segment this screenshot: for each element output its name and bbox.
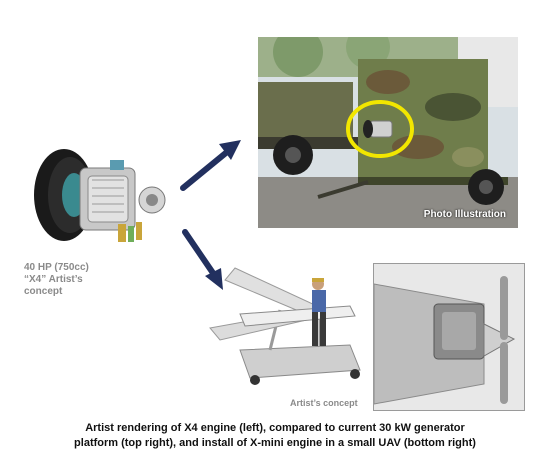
engine-label-line2: “X4” Artist’s — [24, 274, 83, 285]
engine-label-line3: concept — [24, 286, 63, 297]
generator-trailer-photo: Photo Illustration — [258, 37, 518, 228]
engine-label: 40 HP (750cc) “X4” Artist’s concept — [24, 262, 134, 298]
artists-concept-label: Artist’s concept — [290, 398, 358, 408]
engine-label-line1: 40 HP (750cc) — [24, 262, 89, 273]
arrow-down-right-icon — [182, 229, 223, 290]
uav-install-scene — [209, 267, 361, 385]
figure-caption: Artist rendering of X4 engine (left), co… — [0, 421, 550, 451]
engine-highlight-circle — [346, 100, 414, 158]
direction-arrows — [180, 140, 241, 290]
x4-engine-image — [34, 149, 166, 242]
trailer-scene-image — [258, 37, 518, 228]
photo-illustration-label: Photo Illustration — [423, 209, 506, 220]
figure-caption-line2: platform (top right), and install of X-m… — [74, 437, 476, 449]
arrow-up-right-icon — [180, 140, 241, 191]
figure-caption-line1: Artist rendering of X4 engine (left), co… — [85, 422, 465, 434]
engine-closeup-image — [374, 264, 524, 410]
x-mini-engine-closeup — [373, 263, 525, 411]
